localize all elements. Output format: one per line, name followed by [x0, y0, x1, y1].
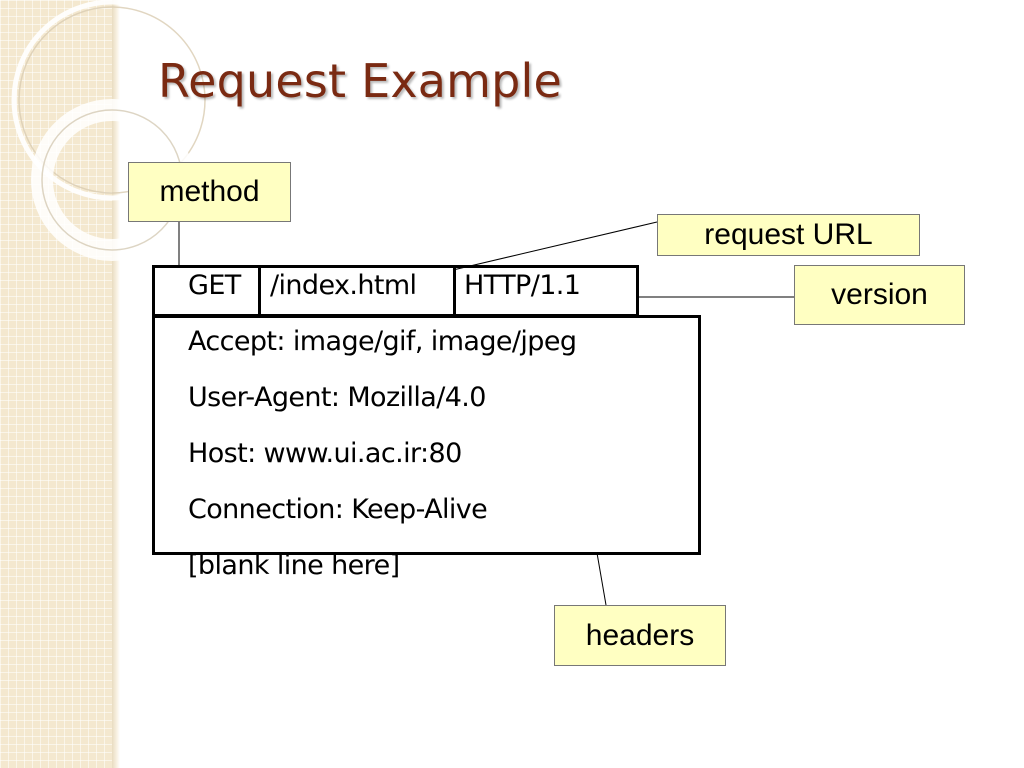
slide-title: Request Example	[158, 54, 563, 108]
header-host: Host: www.ui.ac.ir:80	[188, 438, 462, 469]
method-label: method	[128, 162, 291, 222]
header-accept: Accept: image/gif, image/jpeg	[188, 326, 577, 357]
headers-label-text: headers	[585, 618, 695, 652]
request-url-label: request URL	[657, 214, 920, 256]
request-version: HTTP/1.1	[464, 270, 581, 301]
header-user-agent: User-Agent: Mozilla/4.0	[188, 382, 486, 413]
request-url-label-text: request URL	[704, 218, 873, 251]
headers-label: headers	[554, 605, 726, 666]
request-method: GET	[188, 270, 241, 301]
version-label: version	[794, 265, 965, 325]
headers-box	[152, 315, 701, 555]
method-label-text: method	[159, 175, 260, 208]
version-label-text: version	[831, 278, 928, 311]
sidebar-edge	[112, 0, 120, 768]
request-url: /index.html	[270, 270, 417, 301]
blank-line-note: [blank line here]	[188, 550, 400, 581]
header-connection: Connection: Keep-Alive	[188, 494, 488, 525]
